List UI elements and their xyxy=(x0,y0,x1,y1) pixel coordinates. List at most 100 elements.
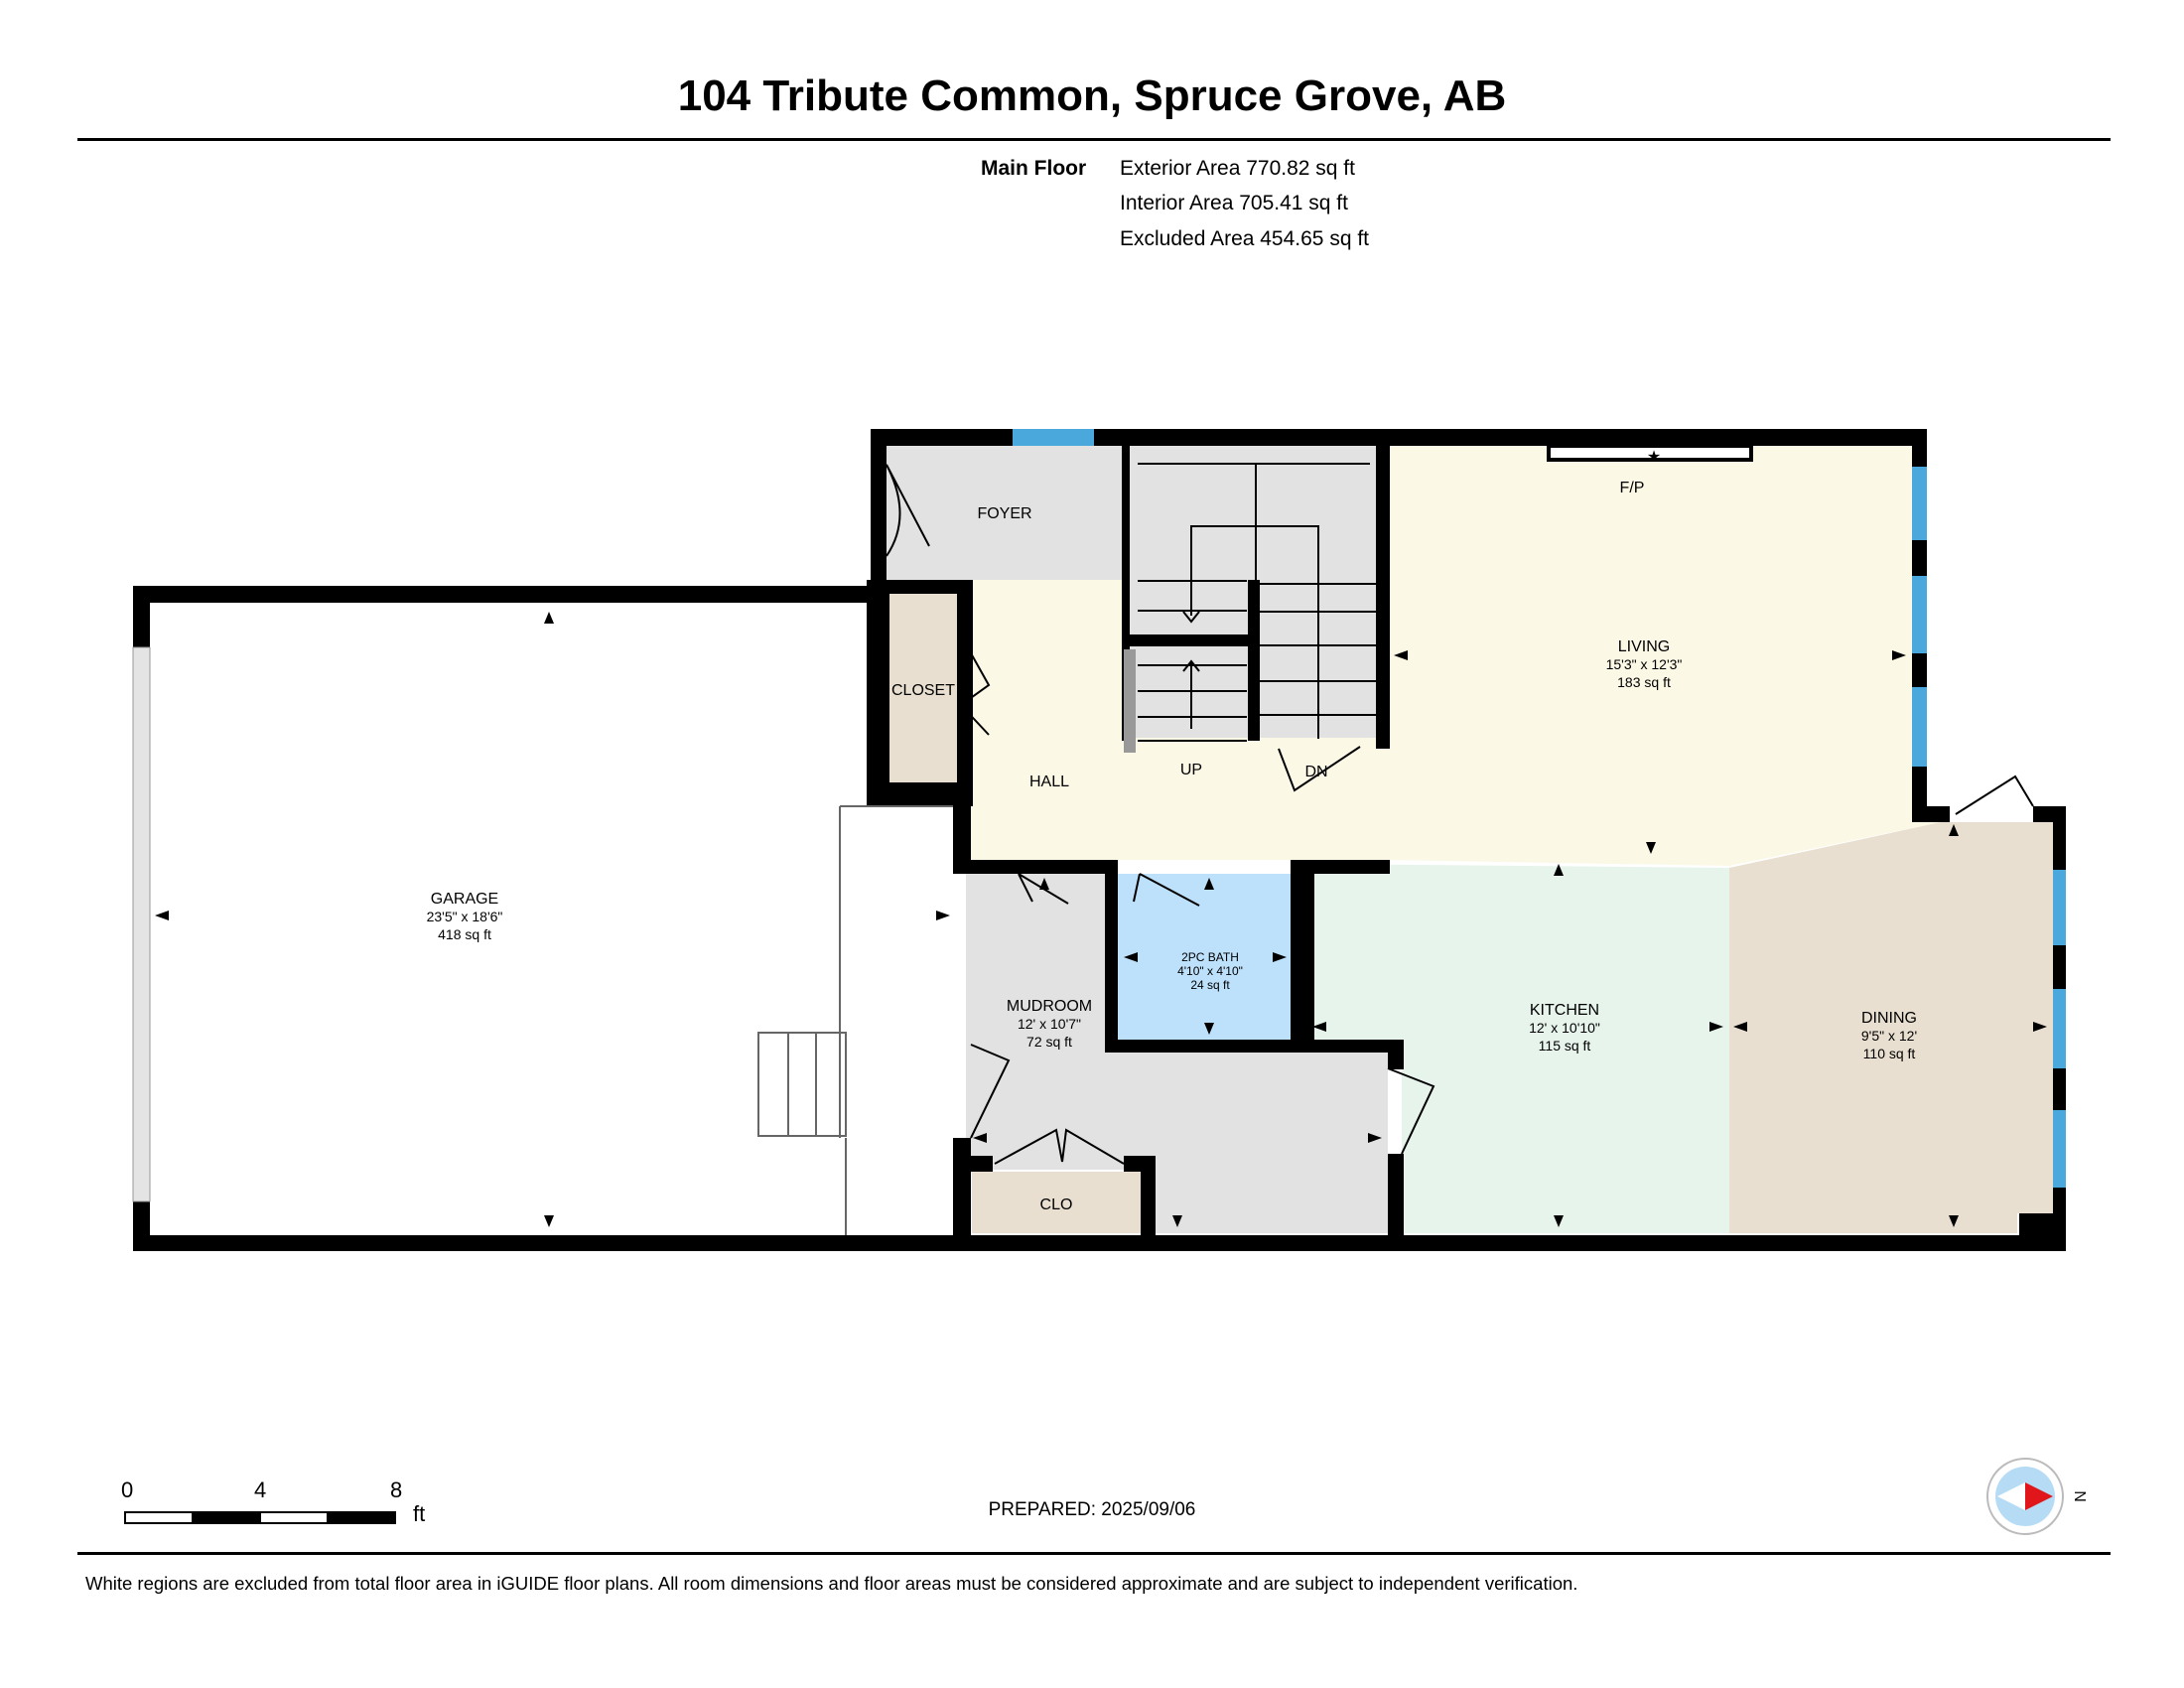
bath-area: 24 sq ft xyxy=(1190,978,1230,992)
garage-dims: 23'5" x 18'6" xyxy=(427,909,503,924)
stairs xyxy=(1138,463,1376,742)
mudroom-label: MUDROOM xyxy=(1007,998,1092,1015)
wall-clo-top xyxy=(963,1156,993,1172)
wall-bottom xyxy=(133,1235,2066,1251)
wall-stairs-mid xyxy=(1130,634,1255,646)
door-clo xyxy=(994,1128,1125,1165)
living-label: LIVING xyxy=(1618,638,1670,655)
wall-stairs-divider xyxy=(1122,429,1130,741)
dining-area: 110 sq ft xyxy=(1863,1046,1916,1061)
window-living-3 xyxy=(1912,687,1927,767)
scale-tick-4: 4 xyxy=(254,1477,267,1502)
fireplace-label: F/P xyxy=(1620,480,1645,496)
top-divider xyxy=(77,138,2111,141)
door-foyer xyxy=(886,464,930,557)
garage-area: 418 sq ft xyxy=(438,926,491,942)
garage-door xyxy=(132,646,151,1202)
mudroom-dims: 12' x 10'7" xyxy=(1018,1016,1081,1032)
closet-fill xyxy=(889,594,957,782)
window-foyer xyxy=(1013,429,1094,446)
scale-unit: ft xyxy=(413,1501,426,1526)
scale-tick-0: 0 xyxy=(121,1477,134,1502)
door-stairs-down xyxy=(1278,746,1361,792)
door-garage-mud xyxy=(970,1044,1011,1139)
wall-bath-left xyxy=(1105,860,1118,1053)
kitchen-dims: 12' x 10'10" xyxy=(1529,1020,1600,1036)
room-fills xyxy=(150,446,2053,1235)
wall-mudroom-left-lower xyxy=(953,1138,971,1251)
window-living-2 xyxy=(1912,576,1927,653)
exterior-area: Exterior Area 770.82 sq ft xyxy=(1120,157,1355,180)
closet-label: CLOSET xyxy=(891,682,955,699)
kitchen-label: KITCHEN xyxy=(1530,1002,1599,1019)
wall-mudroom-top xyxy=(953,860,1108,874)
wall-bath-right xyxy=(1291,870,1314,1040)
wall-closet-right xyxy=(957,580,973,806)
dining-dims: 9'5" x 12' xyxy=(1861,1028,1917,1044)
wall-mudroom-left xyxy=(953,806,971,870)
wall-left-foyer xyxy=(871,429,887,580)
living-fill xyxy=(1386,446,1941,866)
mudroom-area: 72 sq ft xyxy=(1026,1034,1072,1050)
scale-bar xyxy=(124,1511,396,1524)
wall-stairs-right xyxy=(1376,429,1390,749)
window-living-1 xyxy=(1912,467,1927,540)
floor-name: Main Floor xyxy=(981,157,1087,180)
dining-fill xyxy=(1729,822,2053,1233)
wall-living-notch xyxy=(1912,806,1950,822)
window-dining-2 xyxy=(2053,989,2066,1068)
living-dims: 15'3" x 12'3" xyxy=(1606,656,1683,672)
fireplace: ★ xyxy=(1547,444,1753,466)
interior-area: Interior Area 705.41 sq ft xyxy=(1120,192,1348,214)
stairs-down-label: DN xyxy=(1304,764,1327,780)
bath-dims: 4'10" x 4'10" xyxy=(1177,964,1243,978)
garage-label: GARAGE xyxy=(431,891,498,908)
wall-garage-top xyxy=(133,586,878,603)
wall-corner-dining xyxy=(2019,1213,2066,1251)
wall-clo-right xyxy=(1141,1156,1156,1251)
foyer-label: FOYER xyxy=(977,505,1031,522)
stair-rail xyxy=(1124,649,1136,753)
dimension-arrows xyxy=(155,612,2047,1227)
door-dining xyxy=(1955,774,2034,815)
hall-label: HALL xyxy=(1029,774,1069,790)
wall-kitchen-top xyxy=(1291,860,1390,874)
scale-tick-8: 8 xyxy=(390,1477,403,1502)
windows xyxy=(132,429,2066,1202)
bath-fill xyxy=(1118,874,1291,1040)
living-area: 183 sq ft xyxy=(1617,674,1671,690)
plan-title: 104 Tribute Common, Spruce Grove, AB xyxy=(677,71,1507,120)
bottom-divider xyxy=(77,1552,2111,1555)
stairs-up-label: UP xyxy=(1180,762,1202,778)
dining-label: DINING xyxy=(1861,1010,1917,1027)
compass-north-label: N xyxy=(2071,1490,2088,1502)
prepared-date: PREPARED: 2025/09/06 xyxy=(988,1499,1196,1520)
wall-kitchen-left-lower xyxy=(1388,1154,1404,1251)
wall-bath-bottom xyxy=(1105,1040,1402,1053)
doors xyxy=(886,464,2034,1165)
kitchen-area: 115 sq ft xyxy=(1539,1038,1591,1054)
wall-stairs-mid-v xyxy=(1248,580,1260,741)
door-bath xyxy=(1133,873,1200,907)
clo-fill xyxy=(972,1172,1141,1233)
wall-kitchen-left xyxy=(1388,1040,1404,1069)
door-closet xyxy=(959,634,991,736)
bath-label: 2PC BATH xyxy=(1181,950,1239,964)
wall-closet-left xyxy=(867,580,889,806)
kitchen-fill xyxy=(1314,864,1729,1233)
wall-closet-top xyxy=(867,580,973,594)
clo-label: CLO xyxy=(1040,1196,1073,1213)
disclaimer-text: White regions are excluded from total fl… xyxy=(85,1573,1578,1594)
garage-fill xyxy=(150,604,867,1235)
svg-text:★: ★ xyxy=(1647,449,1661,466)
excluded-area: Excluded Area 454.65 sq ft xyxy=(1120,227,1370,250)
wall-closet-bottom xyxy=(867,782,973,806)
window-dining-3 xyxy=(2053,1110,2066,1188)
door-kitchen-mud xyxy=(1387,1067,1435,1155)
wall-top xyxy=(871,429,1927,446)
compass-icon: N xyxy=(1986,1458,2088,1535)
foyer-fill xyxy=(887,446,1122,580)
garage-steps xyxy=(757,805,953,1235)
window-dining-1 xyxy=(2053,870,2066,945)
